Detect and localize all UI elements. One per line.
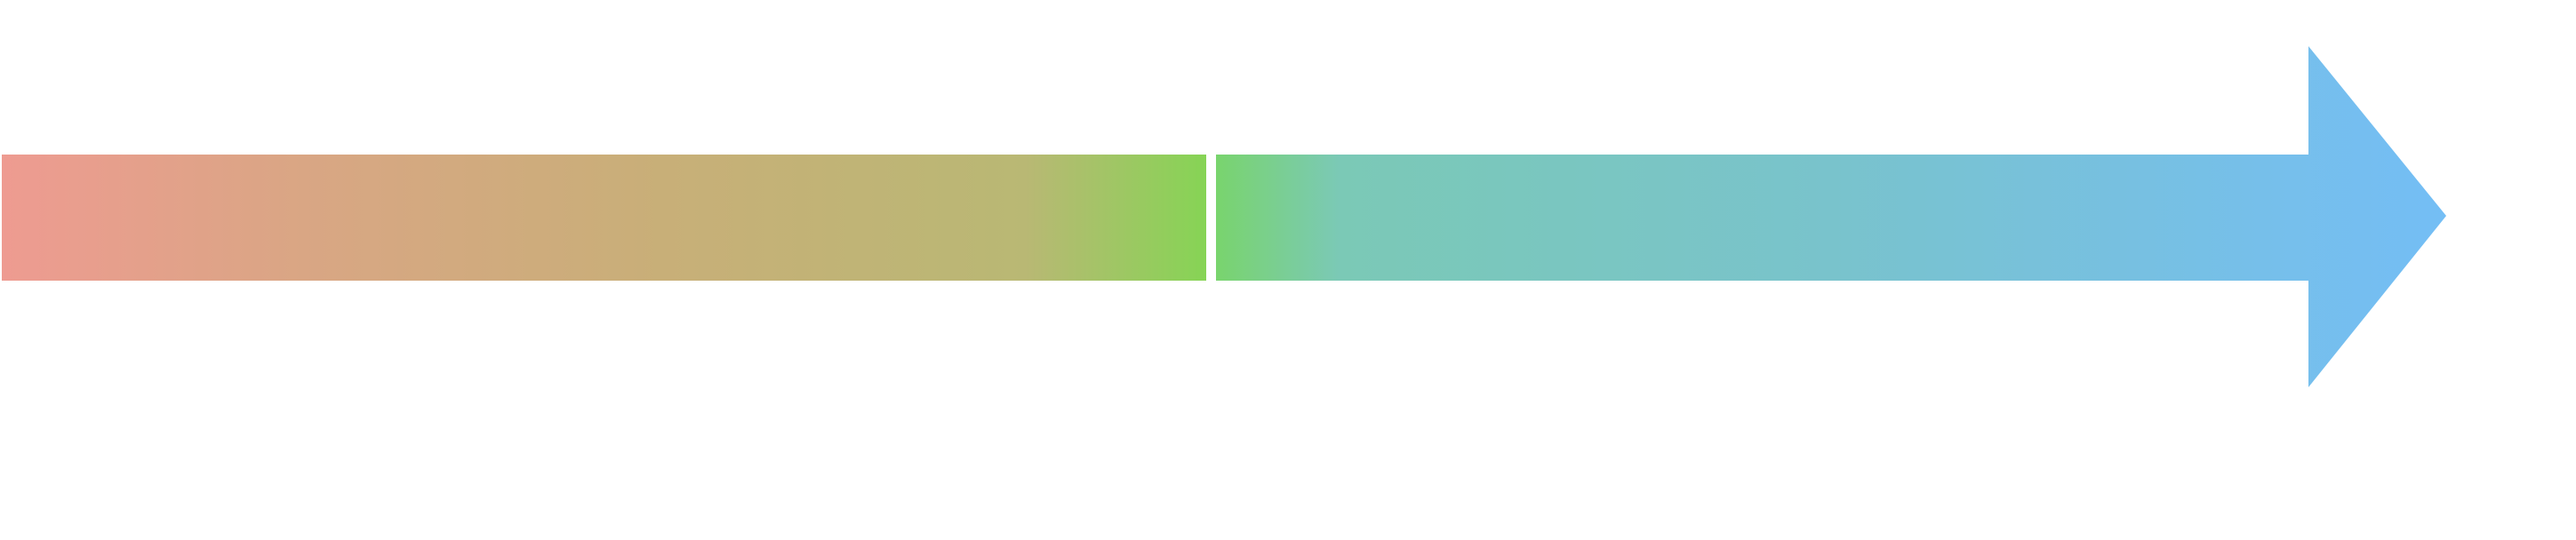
arrow (2, 46, 2446, 387)
arrow-left-segment (2, 155, 1206, 281)
arrow-right-segment (1216, 46, 2446, 387)
segment-separator (1206, 155, 1215, 281)
